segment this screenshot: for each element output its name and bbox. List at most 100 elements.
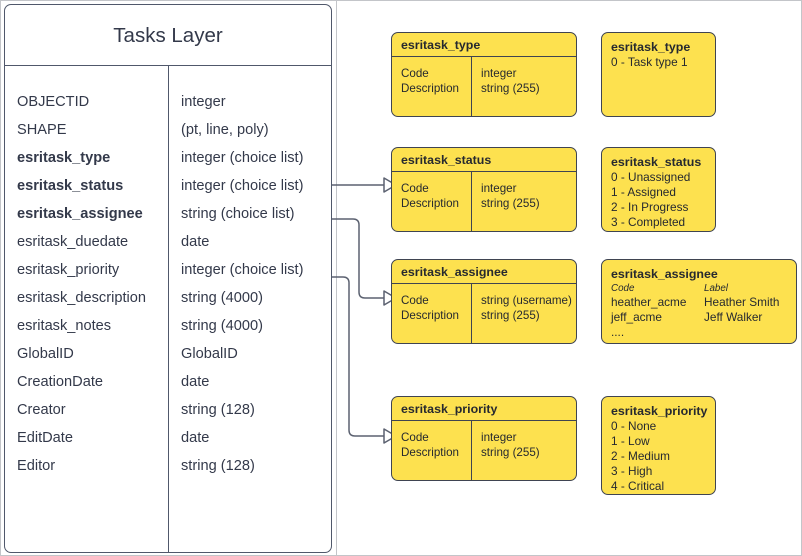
value-box-esritask-type: esritask_type 0 - Task type 1	[601, 32, 716, 117]
table-row: Editor string (128)	[5, 452, 331, 480]
table-row: OBJECTID integer	[5, 88, 331, 116]
table-row: esritask_type integer (choice list)	[5, 144, 331, 172]
domain-box-esritask-type: esritask_type Code Description integer s…	[391, 32, 577, 117]
field-type: string (4000)	[181, 318, 263, 334]
domain-box-esritask-status: esritask_status Code Description integer…	[391, 147, 577, 232]
field-type: string (4000)	[181, 290, 263, 306]
domain-field-names: Code Description	[401, 430, 459, 460]
table-row: EditDate date	[5, 424, 331, 452]
field-type: date	[181, 430, 210, 446]
domain-columns: Code Description string (username) strin…	[392, 284, 576, 343]
domain-field-name: Description	[401, 82, 459, 95]
field-name: esritask_notes	[17, 318, 112, 334]
domain-title: esritask_priority	[392, 397, 576, 421]
value-box-title: esritask_type	[611, 40, 691, 54]
value-line: 2 - In Progress	[611, 200, 689, 214]
domain-field-types: integer string (255)	[481, 181, 540, 211]
domain-field-type: string (255)	[481, 82, 540, 95]
assignee-grid-header: Code Label	[611, 282, 787, 295]
field-type: integer	[181, 94, 226, 110]
field-name: OBJECTID	[17, 94, 90, 110]
field-name: esritask_duedate	[17, 234, 129, 250]
value-box-title: esritask_assignee	[611, 267, 718, 281]
value-line: 0 - Task type 1	[611, 55, 688, 69]
domain-field-type: integer	[481, 67, 517, 80]
table-row: esritask_duedate date	[5, 228, 331, 256]
field-name: Editor	[17, 458, 56, 474]
assignee-code: jeff_acme	[611, 310, 662, 324]
panel-divider	[336, 1, 337, 555]
table-row: CreationDate date	[5, 368, 331, 396]
field-type: date	[181, 234, 210, 250]
field-type: string (choice list)	[181, 206, 295, 222]
value-line: 3 - Completed	[611, 215, 686, 229]
domain-field-name: Description	[401, 197, 459, 210]
assignee-label: Heather Smith	[704, 295, 780, 309]
field-type: date	[181, 374, 210, 390]
field-type: integer (choice list)	[181, 178, 304, 194]
assignee-label-header: Label	[704, 283, 728, 294]
table-row: esritask_assignee string (choice list)	[5, 200, 331, 228]
field-name: SHAPE	[17, 122, 67, 138]
field-type: GlobalID	[181, 346, 238, 362]
value-line: 1 - Assigned	[611, 185, 676, 199]
domain-column-divider	[471, 421, 473, 480]
value-line: 3 - High	[611, 464, 653, 478]
field-name: CreationDate	[17, 374, 103, 390]
domain-field-names: Code Description	[401, 66, 459, 96]
field-type: string (128)	[181, 458, 255, 474]
value-box-esritask-assignee: esritask_assignee Code Label heather_acm…	[601, 259, 797, 344]
column-divider	[168, 66, 170, 552]
domain-field-types: string (username) string (255)	[481, 293, 572, 323]
assignee-ellipsis: ....	[611, 325, 625, 339]
domain-field-type: integer	[481, 431, 517, 444]
domain-box-esritask-assignee: esritask_assignee Code Description strin…	[391, 259, 577, 344]
tasks-layer-field-list: OBJECTID integer SHAPE (pt, line, poly) …	[5, 66, 331, 552]
domain-field-types: integer string (255)	[481, 66, 540, 96]
value-line: 4 - Critical	[611, 479, 665, 493]
value-box-esritask-status: esritask_status 0 - Unassigned 1 - Assig…	[601, 147, 716, 232]
field-name: GlobalID	[17, 346, 74, 362]
field-type: integer (choice list)	[181, 150, 304, 166]
table-row: SHAPE (pt, line, poly)	[5, 116, 331, 144]
table-row: esritask_status integer (choice list)	[5, 172, 331, 200]
assignee-code-header: Code	[611, 283, 635, 294]
domain-field-name: Code	[401, 182, 429, 195]
domain-field-name: Description	[401, 446, 459, 459]
assignee-row-ellipsis: ....	[611, 325, 787, 340]
field-type: string (128)	[181, 402, 255, 418]
domain-title: esritask_type	[392, 33, 576, 57]
domain-columns: Code Description integer string (255)	[392, 172, 576, 231]
domain-box-esritask-priority: esritask_priority Code Description integ…	[391, 396, 577, 481]
domain-field-names: Code Description	[401, 293, 459, 323]
domain-columns: Code Description integer string (255)	[392, 57, 576, 116]
domain-field-name: Code	[401, 294, 429, 307]
domain-column-divider	[471, 57, 473, 116]
assignee-code-label-grid: Code Label heather_acme Heather Smith je…	[611, 282, 787, 340]
field-name: esritask_type	[17, 150, 111, 166]
value-box-title: esritask_status	[611, 155, 702, 169]
field-name: Creator	[17, 402, 66, 418]
page-title: Tasks Layer	[5, 5, 331, 66]
domain-title: esritask_status	[392, 148, 576, 172]
domain-field-type: string (255)	[481, 446, 540, 459]
assignee-code: heather_acme	[611, 295, 687, 309]
field-name: esritask_priority	[17, 262, 120, 278]
value-box-title: esritask_priority	[611, 404, 708, 418]
connector-priority	[332, 276, 384, 437]
domain-columns: Code Description integer string (255)	[392, 421, 576, 480]
domain-field-type: string (255)	[481, 197, 540, 210]
table-row: esritask_description string (4000)	[5, 284, 331, 312]
field-type: (pt, line, poly)	[181, 122, 269, 138]
domain-title: esritask_assignee	[392, 260, 576, 284]
value-box-esritask-priority: esritask_priority 0 - None 1 - Low 2 - M…	[601, 396, 716, 495]
value-line: 0 - None	[611, 419, 657, 433]
assignee-row: jeff_acme Jeff Walker	[611, 310, 787, 325]
domain-field-name: Code	[401, 67, 429, 80]
field-name: esritask_description	[17, 290, 146, 306]
domain-field-type: integer	[481, 182, 517, 195]
domain-field-type: string (255)	[481, 309, 540, 322]
value-line: 0 - Unassigned	[611, 170, 691, 184]
table-row: Creator string (128)	[5, 396, 331, 424]
connector-assignee	[332, 218, 384, 299]
